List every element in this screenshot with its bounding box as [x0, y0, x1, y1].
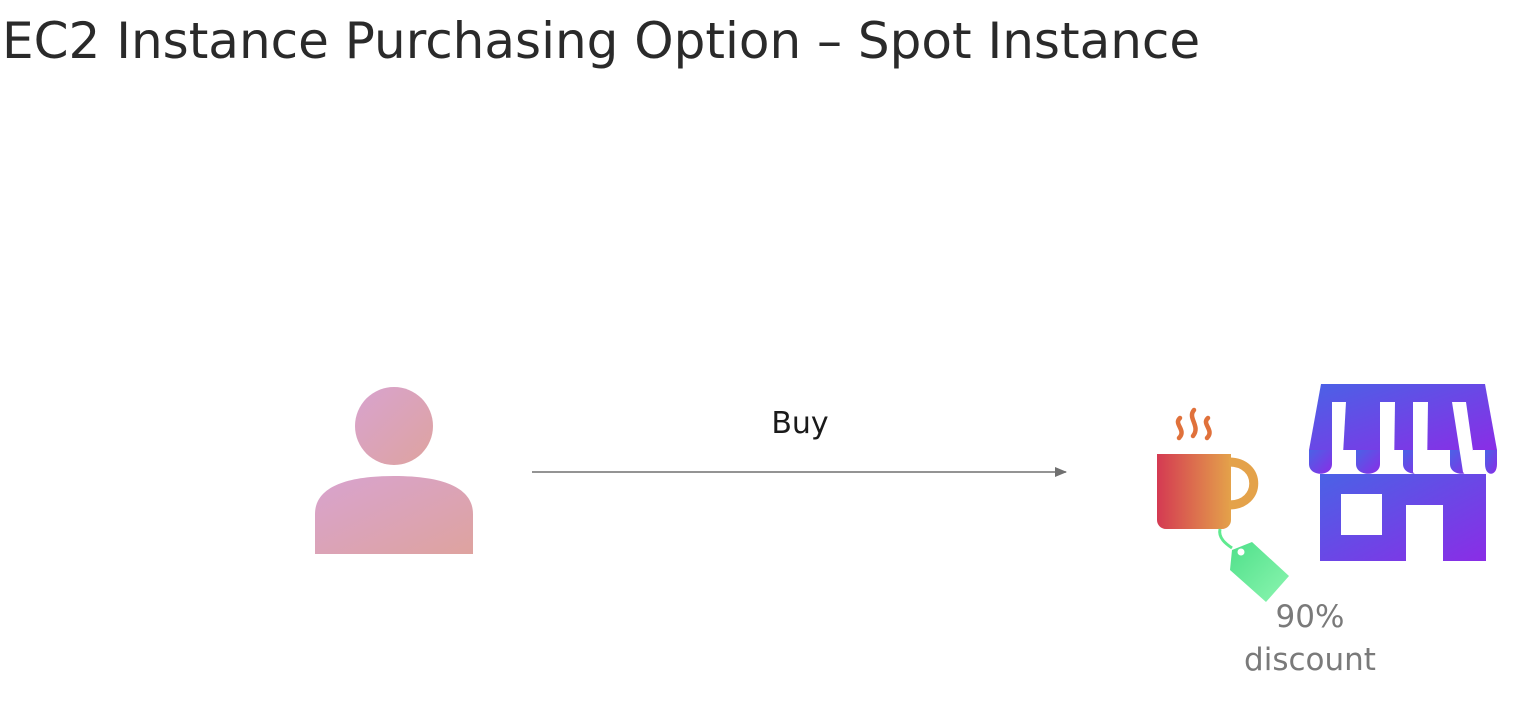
discount-percent: 90% — [1275, 599, 1345, 635]
discount-label: 90% discount — [1220, 596, 1400, 682]
price-tag-icon — [1230, 542, 1289, 602]
storefront-window — [1341, 494, 1382, 535]
slide-title: EC2 Instance Purchasing Option – Spot In… — [2, 12, 1201, 70]
buy-arrow-label: Buy — [771, 406, 829, 441]
steam-icon — [1175, 407, 1212, 441]
discount-word: discount — [1244, 642, 1376, 678]
storefront-icon — [1309, 384, 1497, 561]
coffee-mug-icon — [1157, 407, 1259, 550]
person-icon — [315, 387, 473, 554]
